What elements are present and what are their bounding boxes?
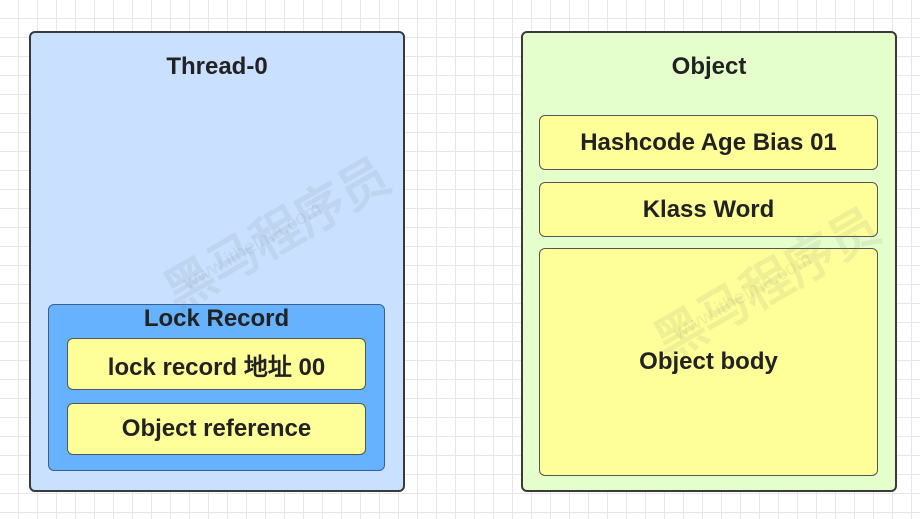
- lock-record-address-field: lock record 地址 00: [67, 338, 366, 390]
- klass-word-field: Klass Word: [539, 182, 878, 237]
- object-title: Object: [671, 53, 747, 80]
- mark-word-field: Hashcode Age Bias 01: [539, 115, 878, 170]
- thread-title: Thread-0: [166, 53, 268, 80]
- object-body-field: Object body: [539, 248, 878, 476]
- object-reference-field: Object reference: [67, 403, 366, 455]
- lock-record-title: Lock Record: [143, 305, 290, 332]
